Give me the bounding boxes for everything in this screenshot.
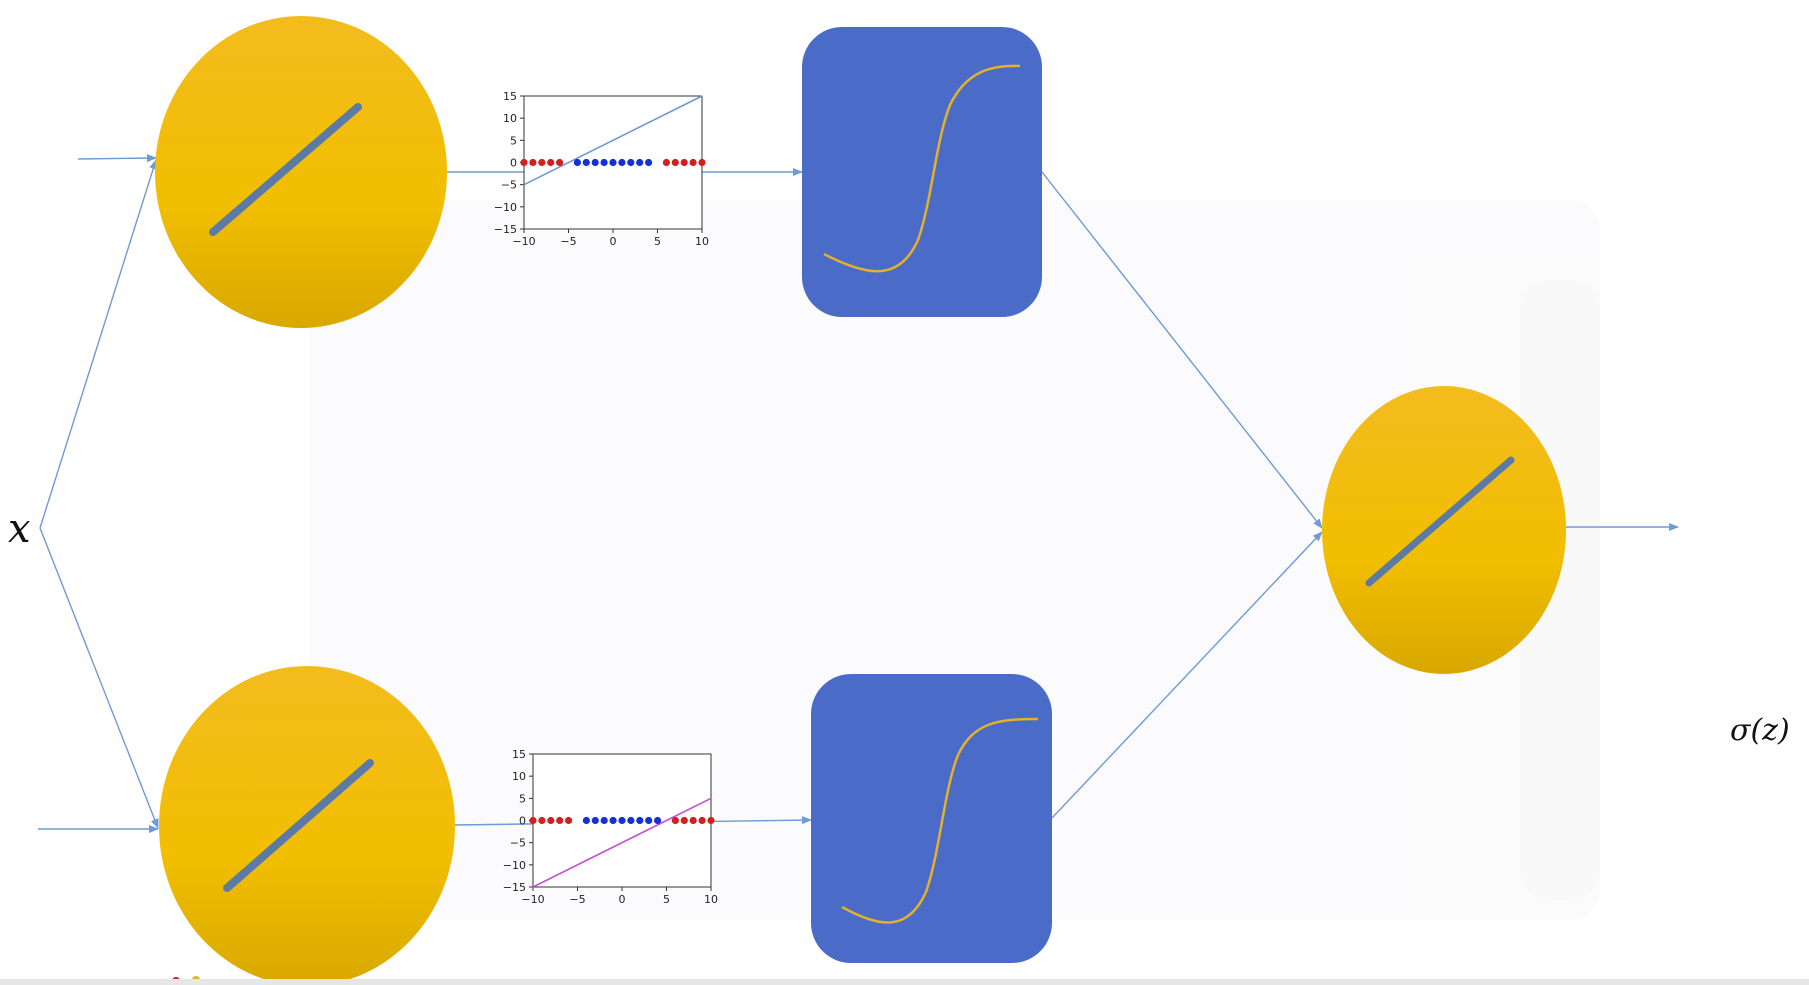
- input-label: x: [8, 506, 31, 552]
- data-point-blue: [582, 158, 590, 167]
- data-point-blue: [600, 158, 608, 167]
- y-tick-label: −5: [510, 837, 526, 850]
- data-point-red: [707, 816, 715, 825]
- data-point-red: [538, 816, 546, 825]
- data-point-blue: [645, 158, 653, 167]
- x-tick-label: 10: [704, 893, 718, 906]
- data-point-blue: [627, 816, 635, 825]
- input-arrow-top: [77, 154, 157, 163]
- sigmoid-curve-icon: [823, 64, 1021, 273]
- x-tick-label: −5: [569, 893, 585, 906]
- data-point-blue: [618, 158, 626, 167]
- neuron-bottom: [159, 666, 455, 985]
- data-point-red: [529, 158, 537, 167]
- data-point-blue: [636, 816, 644, 825]
- sigmoid-curve-icon: [841, 717, 1039, 924]
- data-point-red: [671, 816, 679, 825]
- data-point-red: [698, 816, 706, 825]
- y-tick-label: −15: [503, 881, 526, 894]
- data-point-blue: [645, 816, 653, 825]
- top-activation-to-output-arrow: [1041, 171, 1323, 529]
- activation-box-top: [802, 27, 1042, 317]
- x-to-bottom-neuron-arrow: [39, 527, 159, 829]
- data-point-blue: [582, 816, 590, 825]
- data-point-red: [547, 158, 555, 167]
- data-point-blue: [591, 816, 599, 825]
- activation-box-bottom: [811, 674, 1052, 963]
- data-point-red: [680, 816, 688, 825]
- data-point-blue: [591, 158, 599, 167]
- data-point-red: [556, 816, 564, 825]
- y-tick-label: 5: [510, 134, 517, 147]
- data-point-blue: [600, 816, 608, 825]
- data-point-red: [671, 158, 679, 167]
- data-point-red: [689, 816, 697, 825]
- y-tick-label: 15: [512, 748, 526, 761]
- y-tick-label: −5: [501, 179, 517, 192]
- model-line: [523, 95, 703, 186]
- y-tick-label: 0: [519, 815, 526, 828]
- neuron-top: [155, 16, 447, 328]
- data-point-red: [662, 158, 670, 167]
- data-point-red: [689, 158, 697, 167]
- data-point-blue: [609, 816, 617, 825]
- background-watermark: [310, 200, 1600, 920]
- data-point-red: [547, 816, 555, 825]
- linear-weight-icon: [209, 103, 362, 236]
- y-tick-label: 5: [519, 792, 526, 805]
- x-to-top-neuron-arrow: [39, 159, 158, 529]
- data-point-red: [520, 158, 528, 167]
- y-tick-label: −10: [503, 859, 526, 872]
- y-tick-label: 10: [512, 770, 526, 783]
- y-tick-label: 0: [510, 157, 517, 170]
- data-point-blue: [618, 816, 626, 825]
- y-tick-label: 15: [503, 90, 517, 103]
- output-label: σ(z): [1730, 713, 1790, 748]
- bottom-activation-to-output-arrow: [1051, 531, 1323, 819]
- x-tick-label: −10: [521, 893, 544, 906]
- x-tick-label: 10: [695, 235, 709, 248]
- data-point-red: [529, 816, 537, 825]
- x-tick-label: 5: [654, 235, 661, 248]
- data-point-blue: [573, 158, 581, 167]
- data-point-blue: [609, 158, 617, 167]
- data-point-red: [556, 158, 564, 167]
- x-tick-label: 0: [610, 235, 617, 248]
- data-point-red: [680, 158, 688, 167]
- model-line: [532, 797, 712, 888]
- x-tick-label: −10: [512, 235, 535, 248]
- data-point-red: [538, 158, 546, 167]
- data-point-red: [565, 816, 573, 825]
- linear-weight-icon: [223, 759, 374, 892]
- data-point-red: [698, 158, 706, 167]
- x-tick-label: −5: [560, 235, 576, 248]
- linear-weight-icon: [1365, 456, 1515, 587]
- data-point-blue: [654, 816, 662, 825]
- y-tick-label: −15: [494, 223, 517, 236]
- x-tick-label: 0: [619, 893, 626, 906]
- y-tick-label: −10: [494, 201, 517, 214]
- y-tick-label: 10: [503, 112, 517, 125]
- x-tick-label: 5: [663, 893, 670, 906]
- bottom-strip: [0, 979, 1809, 985]
- data-point-blue: [627, 158, 635, 167]
- data-point-blue: [636, 158, 644, 167]
- output-neuron: [1322, 386, 1566, 674]
